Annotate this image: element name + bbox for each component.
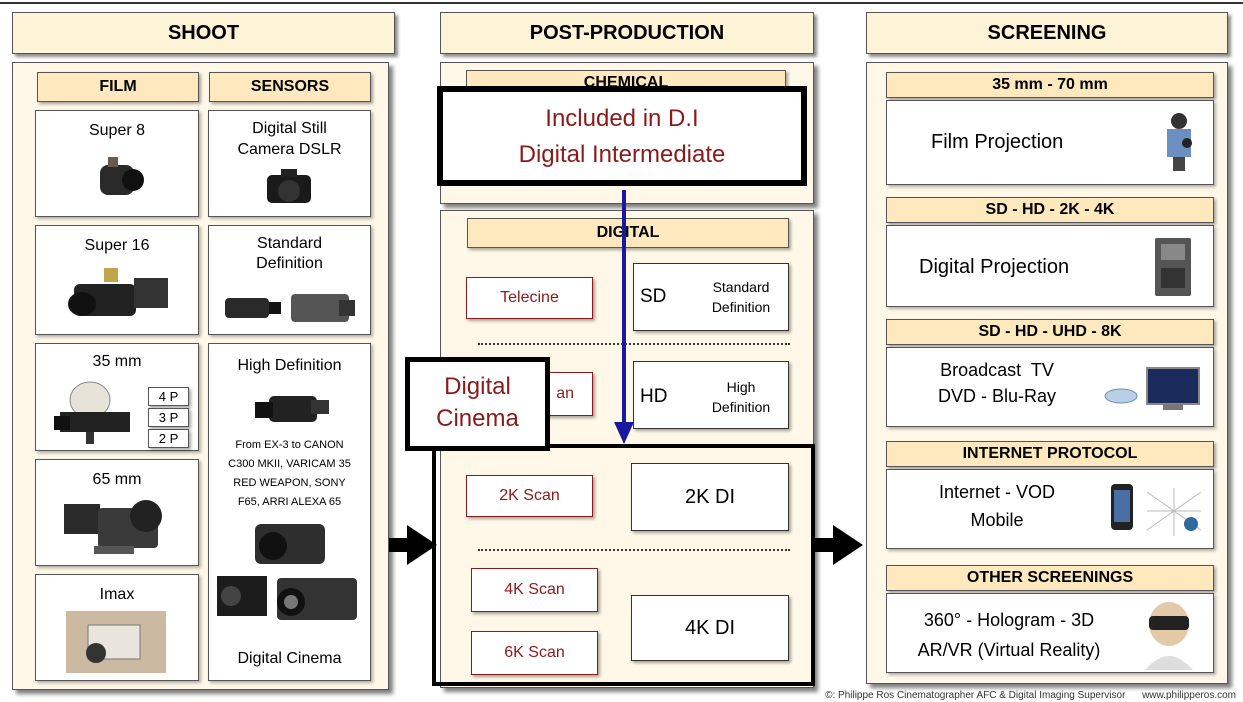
- hd-note-3: RED WEAPON, SONY: [233, 477, 346, 489]
- di-blue-arrow: [614, 190, 634, 444]
- screening-35-70-title: 35 mm - 70 mm: [886, 72, 1214, 98]
- 2k-scan-box: 2K Scan: [466, 475, 593, 517]
- internet-cell: Internet - VOD Mobile: [886, 469, 1214, 549]
- digital-cinema-box: Digital Cinema: [405, 357, 550, 451]
- film-super16-cell: Super 16: [35, 225, 199, 335]
- 2k-di-box: 2K DI: [631, 463, 789, 531]
- digital-projector-icon: [1155, 238, 1191, 296]
- film-super16-label: Super 16: [84, 237, 150, 254]
- film-imax-label: Imax: [99, 586, 135, 603]
- film-super8-label: Super 8: [88, 122, 146, 139]
- post-production-header: POST-PRODUCTION: [440, 12, 814, 54]
- sensor-hd-label: High Definition: [237, 357, 342, 374]
- hd-desc-2: Definition: [711, 399, 771, 415]
- hd-desc-1: High: [726, 379, 756, 395]
- shoot-to-post-arrow: [389, 525, 437, 565]
- screening-sd-hd-2k-4k-title: SD - HD - 2K - 4K: [886, 197, 1214, 223]
- cinema-cameras-image: [217, 524, 357, 620]
- sensor-sd-label-1: Standard: [257, 235, 322, 252]
- ar-vr-label: AR/VR (Virtual Reality): [917, 640, 1101, 660]
- perforation-2p: 2 P: [148, 429, 189, 448]
- sensors-subheader: SENSORS: [209, 72, 371, 102]
- included-in-di-box: Included in D.I Digital Intermediate: [437, 86, 807, 186]
- film-subheader: FILM: [37, 72, 199, 102]
- film-35mm-label: 35 mm: [92, 353, 142, 370]
- sd-desc-2: Definition: [711, 299, 771, 315]
- screening-other-title: OTHER SCREENINGS: [886, 565, 1214, 591]
- hd-box: HD High Definition: [633, 361, 789, 429]
- film-projection-label: Film Projection: [931, 131, 1064, 153]
- digital-projection-cell: Digital Projection: [886, 225, 1214, 307]
- imax-camera-image: [66, 611, 166, 673]
- film-super8-cell: Super 8: [35, 110, 199, 217]
- film-projection-cell: Film Projection: [886, 100, 1214, 185]
- dslr-camera-image: [267, 169, 311, 203]
- super16-camera-image: [68, 268, 168, 316]
- screening-sd-hd-uhd-8k-title: SD - HD - UHD - 8K: [886, 319, 1214, 345]
- screening-internet-protocol-title: INTERNET PROTOCOL: [886, 441, 1214, 467]
- vr-headset-icon: [1145, 602, 1193, 670]
- mobile-label: Mobile: [970, 510, 1024, 530]
- post-to-screening-arrow: [815, 525, 863, 565]
- included-in-di-line-2: Digital Intermediate: [518, 141, 726, 168]
- sensor-hd-cell: High Definition From EX-3 to CANON C300 …: [208, 343, 371, 681]
- tv-dvd-icon: [1104, 367, 1200, 410]
- top-rule: [0, 2, 1243, 4]
- broadcast-cell: Broadcast TV DVD - Blu-Ray: [886, 347, 1214, 427]
- telecine-box: Telecine: [466, 277, 593, 319]
- film-projector-icon: [1167, 113, 1192, 171]
- sd-box: SD Standard Definition: [633, 263, 789, 331]
- screening-header: SCREENING: [866, 12, 1228, 54]
- copyright-footer: ©: Philippe Ros Cinematographer AFC & Di…: [825, 690, 1236, 701]
- film-65mm-cell: 65 mm: [35, 459, 199, 566]
- hd-camcorder-image: [255, 396, 329, 422]
- perforation-4p: 4 P: [148, 387, 189, 406]
- hologram-label: 360° - Hologram - 3D: [923, 610, 1095, 630]
- digital-cinema-line-1: Digital: [444, 373, 511, 400]
- shoot-header: SHOOT: [12, 12, 395, 54]
- included-in-di-line-1: Included in D.I: [545, 105, 699, 132]
- sensor-dslr-label-1: Digital Still: [252, 120, 327, 137]
- phone-globe-icon: [1111, 484, 1202, 536]
- internet-vod-label: Internet - VOD: [938, 482, 1056, 502]
- perforation-3p: 3 P: [148, 408, 189, 427]
- sd-camcorder-image: [225, 294, 355, 322]
- digital-cinema-label: Digital Cinema: [237, 650, 342, 667]
- 6k-scan-box: 6K Scan: [471, 631, 598, 675]
- 4k-di-box: 4K DI: [631, 595, 789, 661]
- digital-intermediate-frame: [432, 444, 815, 686]
- 35mm-camera-image: [54, 381, 130, 444]
- super8-camera-image: [100, 157, 144, 195]
- dvd-bluray-label: DVD - Blu-Ray: [937, 386, 1057, 406]
- film-65mm-label: 65 mm: [92, 471, 142, 488]
- broadcast-tv-label: Broadcast TV: [940, 360, 1054, 380]
- other-screenings-cell: 360° - Hologram - 3D AR/VR (Virtual Real…: [886, 593, 1214, 673]
- film-imax-cell: Imax: [35, 574, 199, 681]
- hd-note-1: From EX-3 to CANON: [235, 439, 344, 451]
- sensor-sd-label-2: Definition: [256, 255, 323, 272]
- separator-dots-2: [478, 549, 790, 551]
- hd-note-2: C300 MKII, VARICAM 35: [228, 458, 351, 470]
- hd-abbr: HD: [640, 386, 668, 407]
- sensor-dslr-cell: Digital Still Camera DSLR: [208, 110, 371, 217]
- digital-projection-label: Digital Projection: [919, 256, 1070, 278]
- 65mm-camera-image: [64, 500, 162, 554]
- digital-cinema-line-2: Cinema: [436, 405, 519, 432]
- sd-abbr: SD: [640, 286, 667, 307]
- sd-desc-1: Standard: [712, 279, 770, 295]
- sensor-sd-cell: Standard Definition: [208, 225, 371, 335]
- separator-dots-1: [478, 343, 790, 345]
- hd-note-4: F65, ARRI ALEXA 65: [237, 496, 342, 508]
- digital-subheader: DIGITAL: [467, 218, 789, 248]
- sensor-dslr-label-2: Camera DSLR: [237, 141, 342, 158]
- 4k-scan-box: 4K Scan: [471, 568, 598, 612]
